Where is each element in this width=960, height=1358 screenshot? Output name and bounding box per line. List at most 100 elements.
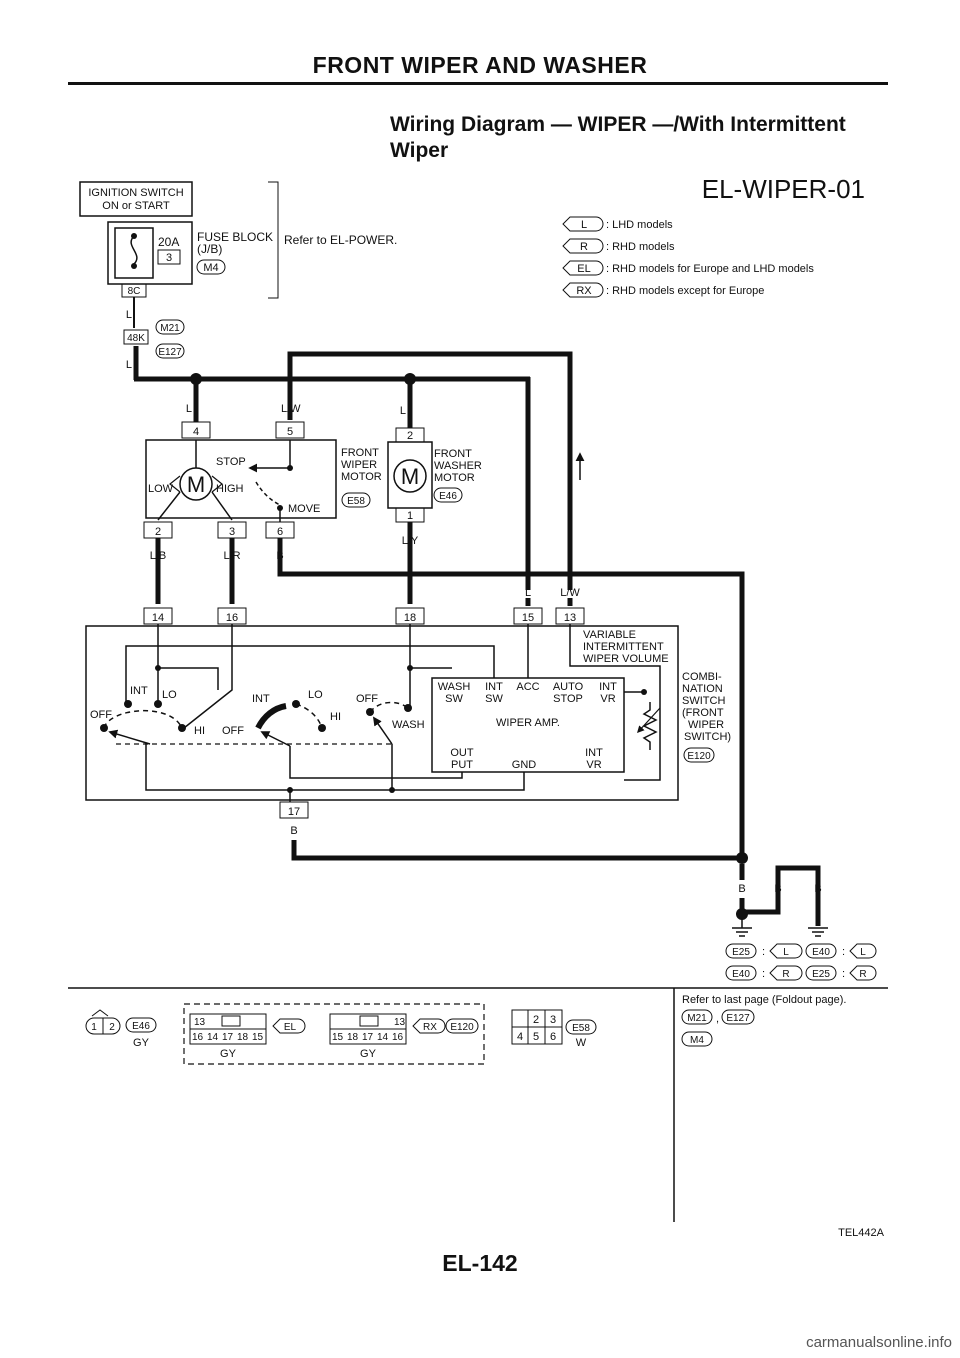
rx-pin-17: 17 [362, 1032, 374, 1043]
junction-terminal-box [123, 329, 149, 345]
sw2-int: INT [252, 693, 270, 705]
motor-wire-top-1: L [186, 403, 192, 415]
ground-node [736, 852, 748, 864]
wiper-motor-label-3: MOTOR [341, 471, 382, 483]
e46-pin-2: 2 [109, 1022, 115, 1033]
int-wire-loop [125, 645, 495, 704]
ground-row1-a-code: L [783, 947, 789, 958]
switch-label-4: (FRONT [682, 707, 724, 719]
el-pin-16: 16 [192, 1032, 204, 1043]
el-pin-14: 14 [207, 1032, 219, 1043]
switch-connector: E120 [687, 751, 711, 762]
washer-pin-1: 1 [407, 510, 413, 522]
sw2-off: OFF [222, 725, 244, 737]
ignition-label-2: ON or START [102, 200, 170, 212]
ground-row2-a-code-badge [769, 965, 803, 981]
ground-row1-b-badge [805, 943, 837, 959]
amp-int-vr-2: VR [600, 693, 615, 705]
e58-name-badge [565, 1019, 597, 1035]
supply-wire-color-upper: L [126, 309, 132, 321]
e58-pin-4: 4 [517, 1031, 523, 1043]
amp-wash-sw-2: SW [445, 693, 463, 705]
e46-color: GY [133, 1037, 150, 1049]
amp-int-sw: INT [485, 681, 503, 693]
sw1-int: INT [130, 685, 148, 697]
page-number: EL-142 [442, 1250, 518, 1276]
fuse-block-connector-badge [196, 259, 226, 275]
switch-pin-18: 18 [404, 612, 416, 624]
switch-wire-bottom: B [290, 825, 297, 837]
motor-high-label: HIGH [216, 483, 244, 495]
ground-row2-colon-b: : [842, 968, 845, 980]
rx-code-badge [412, 1018, 446, 1034]
el-code: EL [284, 1022, 297, 1033]
figure-code: TEL442A [838, 1227, 885, 1239]
legend-badge-r [562, 238, 604, 254]
ground-row2-b-badge [805, 965, 837, 981]
title-line-1: Wiring Diagram — WIPER —/With Intermitte… [390, 113, 846, 136]
fuse-block-connector: M4 [203, 262, 218, 274]
rx-pin-top: 13 [394, 1017, 406, 1028]
sw1-arc [103, 709, 183, 729]
refer-last-page: Refer to last page (Foldout page). [682, 994, 846, 1006]
ref-e127: E127 [726, 1013, 750, 1024]
ground-row2-b-code: R [859, 969, 866, 980]
ref-m21: M21 [687, 1013, 707, 1024]
washer-connector: E46 [439, 491, 457, 502]
rx-name-badge [445, 1018, 479, 1034]
wire-b-17 [291, 840, 742, 861]
sw2-lever [260, 731, 291, 747]
switch-label-6: SWITCH) [684, 731, 731, 743]
legend-badge-el [562, 260, 604, 276]
vr-wiper-arrow [637, 707, 661, 734]
sw1-hi: HI [194, 725, 205, 737]
washer-label-1: FRONT [434, 448, 472, 460]
ground-row1-b: E40 [812, 947, 830, 958]
ground-row2-a-code: R [782, 969, 789, 980]
legend-desc-r: : RHD models [606, 241, 675, 253]
e58-pin-6: 6 [550, 1031, 556, 1043]
move-dashed-link [255, 481, 281, 506]
motor-wire-top-2: L/W [281, 403, 301, 415]
motor-pin-6: 6 [277, 526, 283, 538]
legend-code-rx: RX [576, 285, 592, 297]
junction-conn1-badge [155, 319, 185, 335]
ref-e127-badge [721, 1009, 755, 1025]
rx-name: E120 [450, 1022, 474, 1033]
motor-pin-box-4 [181, 421, 211, 439]
ground-symbol-2 [808, 927, 828, 937]
sw3-off: OFF [356, 693, 378, 705]
int-wire-14-b [158, 667, 219, 690]
legend-desc-l: : LHD models [606, 219, 673, 231]
connector-rx-shape [329, 1013, 407, 1045]
sw3-arc [369, 701, 409, 713]
sw3-lever [372, 716, 393, 745]
junction-terminal: 48K [127, 333, 145, 344]
amp-int-vr-b-2: VR [586, 759, 601, 771]
rx-code: RX [423, 1022, 437, 1033]
wiper-motor-connector: E58 [347, 496, 365, 507]
rx-pin-18: 18 [347, 1032, 359, 1043]
fuse-housing [114, 227, 154, 279]
combination-switch-box [85, 625, 679, 801]
int-output-wire [289, 746, 463, 779]
ref-comma: , [716, 1013, 719, 1025]
amp-output: OUT [450, 747, 474, 759]
refer-bracket [268, 181, 279, 299]
ground-symbol-1 [732, 918, 752, 937]
e58-color: W [576, 1037, 587, 1049]
fuse-rating: 20A [158, 235, 179, 249]
washer-motor-m: M [401, 464, 419, 489]
amp-gnd: GND [512, 759, 537, 771]
ground-row2-colon-a: : [762, 968, 765, 980]
header-rule [68, 82, 888, 85]
sw1-off: OFF [90, 709, 112, 721]
e46-pin-1: 1 [91, 1022, 97, 1033]
ground-node-2 [736, 908, 748, 920]
switch-label-1: COMBI- [682, 671, 722, 683]
vr-label-3: WIPER VOLUME [583, 653, 669, 665]
ignition-label-1: IGNITION SWITCH [88, 187, 183, 199]
wiper-motor-conn-badge [341, 492, 371, 508]
sw2-hi: HI [330, 711, 341, 723]
